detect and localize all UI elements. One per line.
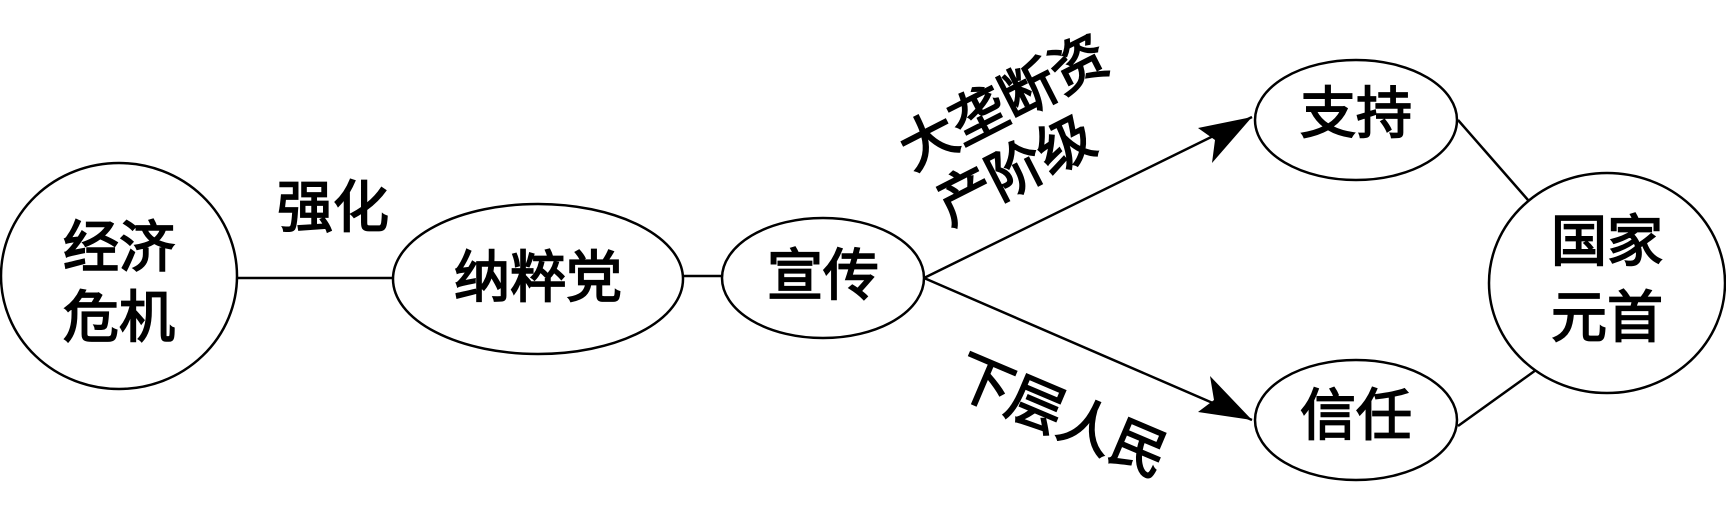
node-support-label: 支持 bbox=[1300, 82, 1412, 147]
node-support: 支持 bbox=[1253, 58, 1459, 182]
node-nazi-party: 纳粹党 bbox=[391, 202, 685, 356]
node-economic-crisis-line2: 危机 bbox=[63, 286, 175, 351]
node-nazi-party-label: 纳粹党 bbox=[454, 246, 622, 311]
arrowhead-support bbox=[1198, 117, 1252, 163]
node-economic-crisis-line1: 经济 bbox=[63, 216, 176, 281]
node-trust-label: 信任 bbox=[1300, 384, 1412, 449]
node-head-of-state-line2: 元首 bbox=[1551, 286, 1663, 351]
edge-trust-to-head bbox=[1457, 368, 1537, 428]
node-propaganda-label: 宣传 bbox=[767, 244, 879, 309]
edge-label-lower-class: 下层人民 bbox=[946, 343, 1178, 490]
edge-label-lower-class-text: 下层人民 bbox=[946, 343, 1178, 490]
node-trust: 信任 bbox=[1253, 358, 1459, 482]
node-economic-crisis: 经济 危机 bbox=[0, 161, 239, 391]
node-head-of-state-line1: 国家 bbox=[1551, 210, 1663, 275]
edge-label-big-monopoly: 大垄断资 产阶级 bbox=[889, 24, 1118, 239]
arrow-to-support bbox=[923, 115, 1253, 280]
edge-label-strengthen: 强化 bbox=[277, 176, 389, 241]
node-head-of-state: 国家 元首 bbox=[1487, 171, 1726, 395]
edge-support-to-head bbox=[1457, 119, 1529, 201]
node-propaganda: 宣传 bbox=[720, 216, 926, 340]
arrowhead-trust bbox=[1198, 376, 1252, 420]
arrow-to-trust bbox=[923, 276, 1253, 422]
